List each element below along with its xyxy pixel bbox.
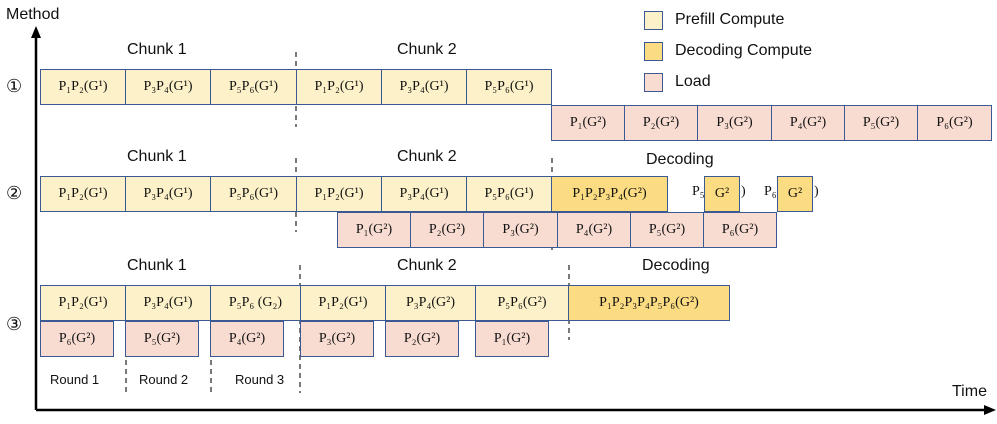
row2-chunk1-label: Chunk 1 — [127, 148, 187, 165]
y-axis-label: Method — [6, 6, 60, 23]
row-marker-2: ② — [6, 183, 23, 203]
legend-swatch-load — [644, 73, 663, 92]
row2-decode-p5-suffix: ) — [741, 184, 746, 199]
row1-compute-block: P₃P₄(G¹) — [381, 69, 467, 105]
row3-compute-block: P₁P₂(G¹) — [300, 285, 386, 321]
row3-chunk1-label: Chunk 1 — [127, 257, 187, 274]
row-marker-3: ③ — [6, 314, 23, 334]
row3-decoding-label: Decoding — [642, 257, 710, 274]
row3-decode-block: P₁P₂P₃P₄P₅P₆(G²) — [568, 285, 730, 321]
row2-compute-block: P₅P₆(G¹) — [210, 176, 297, 212]
row3-compute-block: P₅P₆ (G₂) — [210, 285, 301, 321]
row2-load-block: P₂(G²) — [410, 212, 484, 248]
row2-decoding-label: Decoding — [646, 151, 714, 168]
row2-load-block: P₅(G²) — [630, 212, 704, 248]
legend-label-prefill: Prefill Compute — [675, 11, 785, 28]
row2-compute-block: P₁P₂(G¹) — [296, 176, 382, 212]
x-axis-arrowhead — [984, 405, 996, 415]
row2-compute-block: P₅P₆(G¹) — [466, 176, 552, 212]
row1-chunk1-label: Chunk 1 — [127, 41, 187, 58]
legend-swatch-decoding — [644, 42, 663, 61]
row2-load-block: P₁(G²) — [337, 212, 411, 248]
row3-compute-block: P₅P₆(G²) — [475, 285, 569, 321]
row3-compute-block: P₃P₄(G²) — [385, 285, 476, 321]
row2-compute-block: P₁P₂(G¹) — [40, 176, 126, 212]
row1-compute-block: P₁P₂(G¹) — [296, 69, 382, 105]
row2-load-block: P₆(G²) — [703, 212, 777, 248]
row2-decode-block-small: G² — [777, 176, 813, 212]
row2-compute-block: P₃P₄(G¹) — [381, 176, 467, 212]
row3-load-block: P₄(G²) — [210, 321, 284, 357]
row1-compute-block: P₁P₂(G¹) — [40, 69, 126, 105]
row1-load-block: P₅(G²) — [844, 105, 918, 141]
row3-load-block: P₂(G²) — [385, 321, 459, 357]
row2-load-block: P₄(G²) — [557, 212, 631, 248]
row3-load-block: P₁(G²) — [475, 321, 549, 357]
row1-load-block: P₂(G²) — [624, 105, 698, 141]
row2-decode-block: P₁P₂P₃P₄(G²) — [551, 176, 668, 212]
round-label-3: Round 3 — [235, 372, 285, 387]
row1-compute-block: P₃P₄(G¹) — [125, 69, 211, 105]
row2-chunk2-label: Chunk 2 — [397, 148, 457, 165]
legend-label-decoding: Decoding Compute — [675, 42, 812, 59]
x-axis-label: Time — [952, 383, 987, 400]
row1-compute-block: P₅P₆(G¹) — [210, 69, 297, 105]
row1-load-block: P₃(G²) — [697, 105, 772, 141]
y-axis-arrowhead — [31, 26, 41, 38]
row3-load-block: P₃(G²) — [300, 321, 374, 357]
row1-compute-block: P₅P₆(G¹) — [466, 69, 552, 105]
row-marker-1: ① — [6, 76, 23, 96]
row3-load-block: P₅(G²) — [125, 321, 199, 357]
row3-chunk2-label: Chunk 2 — [397, 257, 457, 274]
legend-swatch-prefill — [644, 11, 663, 30]
row2-compute-block: P₃P₄(G¹) — [125, 176, 211, 212]
legend-label-load: Load — [675, 73, 711, 90]
row3-compute-block: P₃P₄(G¹) — [125, 285, 211, 321]
row2-decode-p6-suffix: ) — [814, 184, 819, 199]
row1-load-block: P₄(G²) — [771, 105, 845, 141]
row1-load-block: P₆(G²) — [917, 105, 992, 141]
row3-compute-block: P₁P₂(G¹) — [40, 285, 126, 321]
row2-decode-block-small: G² — [704, 176, 740, 212]
round-label-2: Round 2 — [139, 372, 189, 387]
row1-load-block: P₁(G²) — [551, 105, 625, 141]
row3-load-block: P₆(G²) — [40, 321, 114, 357]
row2-load-block: P₃(G²) — [483, 212, 558, 248]
round-label-1: Round 1 — [50, 372, 100, 387]
row1-chunk2-label: Chunk 2 — [397, 41, 457, 58]
